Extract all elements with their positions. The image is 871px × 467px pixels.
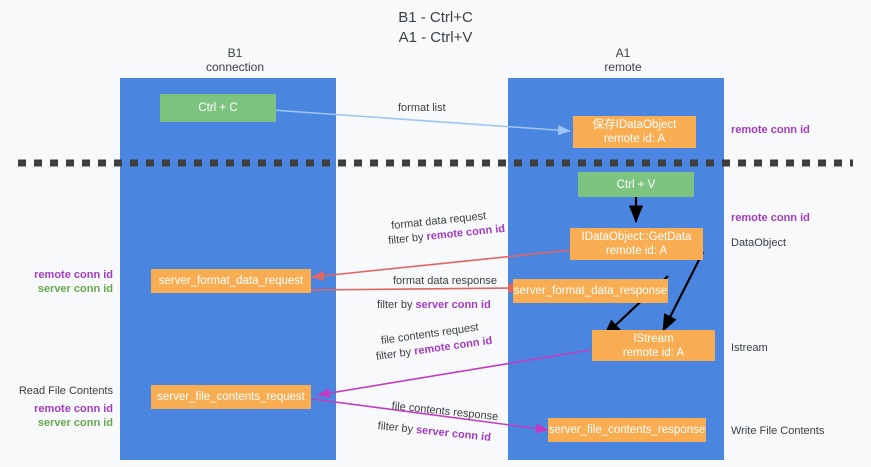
node-ctrl-v[interactable]: Ctrl + V [578,172,694,197]
node-ctrl-c-label: Ctrl + C [198,102,238,114]
node-save-idataobject-line1: 保存IDataObject [592,119,677,131]
annotation-remote-conn-id-mid: remote conn id [731,212,810,224]
annotation-remote-conn-id-left-mid: remote conn id [34,269,113,281]
node-idataobject-getdata[interactable]: IDataObject::GetData remote id: A [570,228,703,260]
node-save-idataobject-line2: remote id: A [603,133,666,145]
node-getdata-line1: IDataObject::GetData [581,231,692,243]
lane-header-b1: B1 connection [120,46,350,74]
lane-header-b1-subtitle: connection [205,60,265,74]
node-save-idataobject[interactable]: 保存IDataObject remote id: A [573,116,696,148]
node-ctrl-c[interactable]: Ctrl + C [160,94,276,122]
edge-format-data-response [304,282,521,294]
edge-label-format-data-response: format data response [393,275,497,287]
edge-getdata-to-istream [662,251,704,332]
filter-prefix-2: filter by [377,299,416,311]
annotation-istream: Istream [731,342,768,354]
annotation-dataobject: DataObject [731,237,787,249]
node-server-format-data-response[interactable]: server_format_data_response [513,279,668,303]
edge-label-format-data-response-filter: filter by server conn id [377,298,491,312]
node-server-file-contents-response-label: server_file_contents_response [548,424,706,436]
filter-prefix-4: filter by [377,420,417,437]
node-server-file-contents-request-label: server_file_contents_request [157,391,305,403]
node-istream-line2: remote id: A [622,346,685,359]
annotation-write-file-contents: Write File Contents [731,425,825,437]
title-line-2: A1 - Ctrl+V [398,29,473,46]
lane-header-b1-title: B1 [227,46,243,60]
node-server-format-data-request[interactable]: server_format_data_request [151,269,311,293]
annotation-remote-conn-id-top: remote conn id [731,124,810,136]
node-getdata-line2: remote id: A [605,245,668,257]
annotation-server-conn-id-left-bottom: server conn id [37,417,113,429]
lane-header-a1-subtitle: remote [604,60,642,74]
node-istream[interactable]: IStream remote id: A [592,330,715,361]
node-istream-line1: IStream [633,332,674,345]
lane-header-a1-title: A1 [615,46,631,60]
annotation-server-conn-id-left-mid: server conn id [37,283,113,295]
filter-key-server-conn-id-1: server conn id [415,299,491,311]
title-line-1: B1 - Ctrl+C [398,9,473,26]
edge-label-format-list: format list [398,102,446,114]
annotation-remote-conn-id-left-bottom: remote conn id [34,403,113,415]
annotation-read-file-contents: Read File Contents [18,385,113,397]
page-title: B1 - Ctrl+C A1 - Ctrl+V [0,8,871,48]
node-server-file-contents-request[interactable]: server_file_contents_request [151,385,311,409]
edge-file-contents-request [317,349,591,399]
node-server-format-data-request-label: server_format_data_request [158,275,304,287]
node-server-file-contents-response[interactable]: server_file_contents_response [548,418,706,442]
edge-format-data-request [311,249,573,281]
edge-file-contents-response [311,398,549,434]
lane-header-a1: A1 remote [508,46,738,74]
node-server-format-data-response-label: server_format_data_response [513,285,668,297]
node-ctrl-v-label: Ctrl + V [616,178,656,191]
edge-format-list [271,109,571,136]
